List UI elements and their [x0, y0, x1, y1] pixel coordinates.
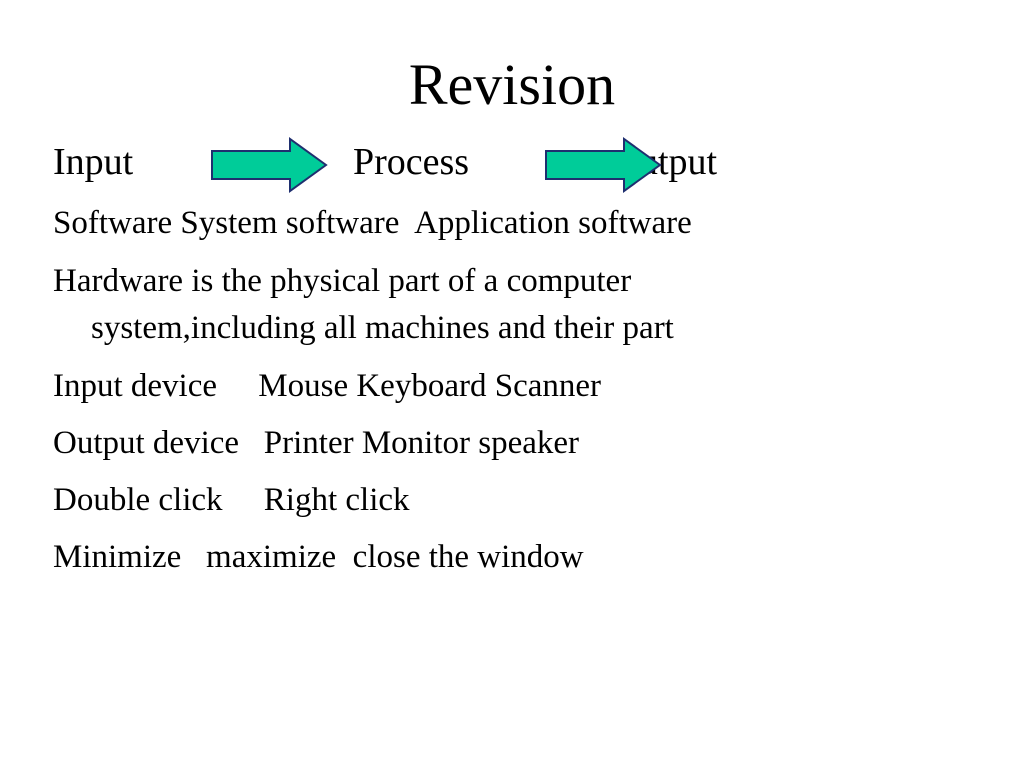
flow-input-label: Input: [53, 141, 134, 183]
slide-title: Revision: [408, 52, 616, 117]
input-device-line: Input device Mouse Keyboard Scanner: [53, 368, 601, 404]
right-arrow-icon: [211, 137, 328, 193]
hardware-line: Hardware is the physical part of a compu…: [53, 263, 632, 299]
flow-process-label: Process: [353, 141, 470, 183]
right-arrow-icon: [545, 137, 662, 193]
output-device-line: Output device Printer Monitor speaker: [53, 425, 580, 461]
window-controls-line: Minimize maximize close the window: [53, 539, 584, 575]
hardware-line-continued: system,including all machines and their …: [91, 310, 674, 346]
software-line: Software System software Application sof…: [53, 205, 692, 241]
click-line: Double click Right click: [53, 482, 410, 518]
